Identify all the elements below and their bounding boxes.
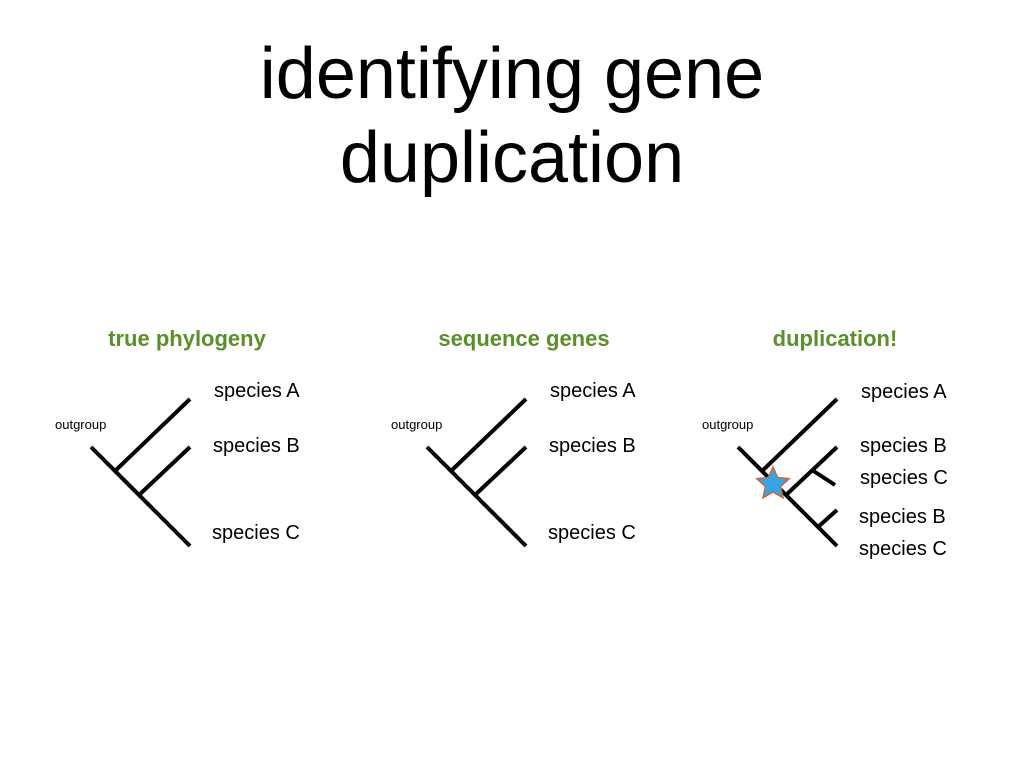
panel-title-sequence-genes: sequence genes bbox=[438, 326, 610, 351]
panel-title-true-phylogeny: true phylogeny bbox=[108, 326, 266, 351]
tree-duplication bbox=[736, 397, 839, 548]
outgroup-label: outgroup bbox=[391, 417, 443, 432]
branch-species-a bbox=[449, 397, 528, 473]
taxon-species-b: species B bbox=[549, 435, 636, 457]
slide-title-line-1: identifying gene bbox=[259, 34, 765, 114]
branch-species-b-copy-2 bbox=[816, 508, 839, 529]
slide-title: identifying gene duplication bbox=[0, 32, 1024, 200]
tree-sequence-genes bbox=[425, 397, 528, 548]
taxon-species-c: species C bbox=[860, 467, 948, 489]
taxon-species-c: species C bbox=[548, 522, 636, 544]
taxon-species-c: species C bbox=[212, 522, 300, 544]
tree-trunk bbox=[425, 445, 528, 548]
star-icon bbox=[755, 465, 791, 500]
tree-trunk bbox=[736, 445, 839, 548]
taxon-species-c-paralog: species C bbox=[859, 538, 947, 560]
branch-species-b bbox=[473, 445, 528, 497]
slide-title-line-2: duplication bbox=[339, 118, 685, 198]
taxon-species-a: species A bbox=[550, 380, 636, 402]
branch-species-c-copy-1 bbox=[810, 468, 837, 487]
taxon-species-a: species A bbox=[861, 381, 947, 403]
branch-species-b bbox=[137, 445, 192, 497]
branch-species-a bbox=[760, 397, 839, 473]
tree-trunk bbox=[89, 445, 192, 548]
taxon-species-a: species A bbox=[214, 380, 300, 402]
tree-true-phylogeny bbox=[89, 397, 192, 548]
taxon-species-b: species B bbox=[213, 435, 300, 457]
outgroup-label: outgroup bbox=[702, 417, 754, 432]
branch-species-a bbox=[113, 397, 192, 473]
taxon-species-b-paralog: species B bbox=[859, 506, 946, 528]
outgroup-label: outgroup bbox=[55, 417, 107, 432]
taxon-species-b: species B bbox=[860, 435, 947, 457]
panel-title-duplication: duplication! bbox=[772, 326, 898, 351]
